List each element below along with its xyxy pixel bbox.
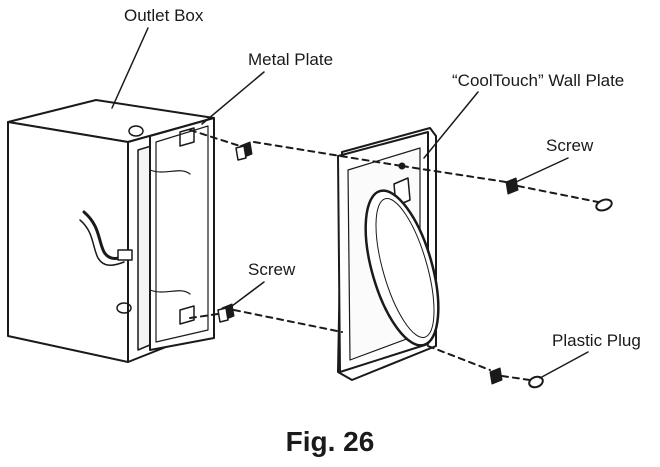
screw-right-top [505,177,519,195]
label-wall-plate: “CoolTouch” Wall Plate [452,71,625,90]
plastic-plug-bottom [528,375,544,389]
figure-caption: Fig. 26 [285,426,375,457]
leader-lines [111,27,589,379]
metal-plate [149,117,215,351]
label-screw-bottom: Screw [248,260,296,279]
alignment-lines [189,129,599,381]
coolouch-wall-plate [337,127,440,381]
label-outlet-box: Outlet Box [124,6,204,25]
screw-right-bottom [489,367,503,385]
screw-left-top [235,141,253,161]
label-screw-top: Screw [546,136,594,155]
plastic-plug-top [595,198,613,212]
label-metal-plate: Metal Plate [248,50,334,69]
label-plastic-plug: Plastic Plug [552,331,641,350]
screw-left-bottom [217,303,235,323]
